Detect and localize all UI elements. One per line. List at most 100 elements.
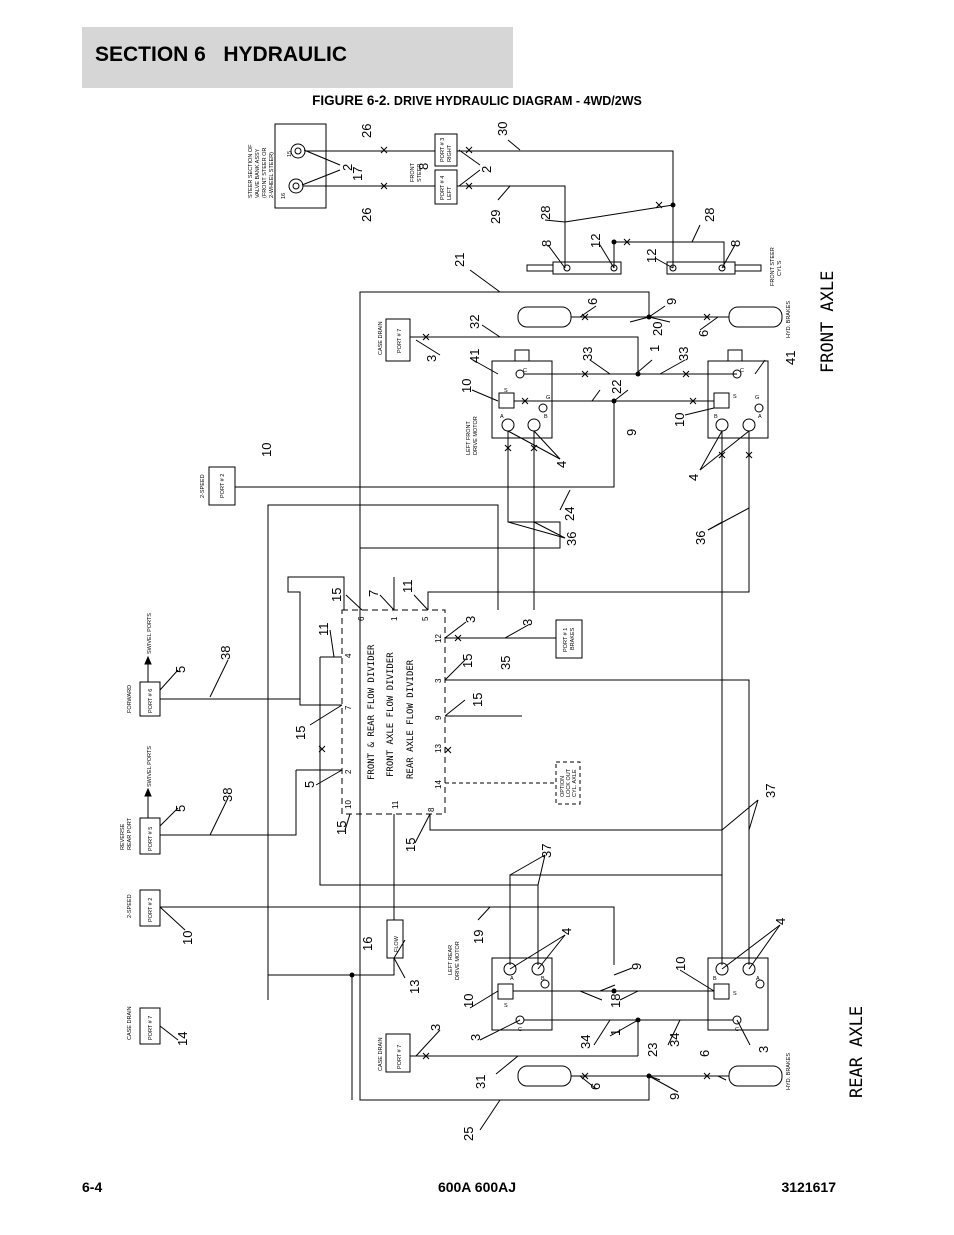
steer-section-label-4: 2-WHEEL STEER) xyxy=(269,152,275,198)
two-speed-rear-box xyxy=(139,889,161,927)
callout-28: 28 xyxy=(702,208,717,222)
callout-13: 13 xyxy=(407,980,422,994)
port2-front-label: PORT # 2 xyxy=(220,474,226,498)
case-drain-rear-left-label: CASE DRAIN xyxy=(127,1006,133,1040)
figure-prefix: FIGURE 6-2. xyxy=(312,93,391,108)
port2-rear-label: PORT # 2 xyxy=(148,898,154,922)
callout-19: 19 xyxy=(471,930,486,944)
callout-20: 20 xyxy=(650,322,665,336)
callout-10: 10 xyxy=(180,931,195,945)
figure-caption: DRIVE HYDRAULIC DIAGRAM - 4WD/2WS xyxy=(393,94,642,108)
fd-port-14: 14 xyxy=(434,780,443,789)
callout-2: 2 xyxy=(479,166,494,173)
fd-port-5: 5 xyxy=(421,616,430,621)
rf-port-g: G xyxy=(755,395,759,401)
callout-15: 15 xyxy=(329,588,344,602)
option-lockout-box xyxy=(555,761,581,805)
lf-port-c: C xyxy=(523,368,527,374)
callout-34: 34 xyxy=(578,1035,593,1049)
callout-3: 3 xyxy=(424,355,439,362)
option-lockout-label-3: CYL. AXLE xyxy=(572,769,578,797)
fd-port-13: 13 xyxy=(434,744,443,753)
callout-37: 37 xyxy=(539,844,554,858)
callout-3: 3 xyxy=(468,1034,483,1041)
front-brake-right xyxy=(728,306,783,328)
rear-port-label: REAR PORT xyxy=(127,817,133,850)
reverse-label: REVERSE xyxy=(120,823,126,850)
option-lockout-label-2: LOCK OUT xyxy=(566,768,572,797)
callout-12: 12 xyxy=(588,234,603,248)
port7-rear-left-label: PORT # 7 xyxy=(148,1016,154,1040)
steer-port-label-16: 16 xyxy=(281,193,287,199)
fd-port-12: 12 xyxy=(434,634,443,643)
steer-port-16 xyxy=(288,178,304,194)
footer-page-number: 6-4 xyxy=(82,1179,103,1195)
front-hyd-brakes-label: HYD. BRAKES xyxy=(786,301,792,338)
callout-5: 5 xyxy=(173,666,188,673)
callout-9: 9 xyxy=(667,1093,682,1100)
steer-section-label-1: STEER SECTION OF xyxy=(248,144,254,198)
lf-port-b: B xyxy=(544,414,548,420)
callout-36: 36 xyxy=(693,531,708,545)
callout-9: 9 xyxy=(624,429,639,436)
callout-15: 15 xyxy=(293,726,308,740)
steer-port-15 xyxy=(290,143,306,159)
fd-port-7: 7 xyxy=(344,705,353,710)
port7-rear-label: PORT # 7 xyxy=(397,1045,403,1069)
rf-port-b: B xyxy=(714,414,718,420)
port7-front-label: PORT # 7 xyxy=(397,329,403,353)
steer-section-box xyxy=(274,123,327,209)
flow-divider-line-3: REAR AXLE FLOW DIVIDER xyxy=(406,659,416,779)
callout-37: 37 xyxy=(763,784,778,798)
front-brake-left xyxy=(517,306,572,328)
swivel-ports-label-top: SWIVEL PORTS xyxy=(147,613,153,654)
callout-9: 9 xyxy=(664,298,679,305)
callout-18: 18 xyxy=(608,994,623,1008)
port4-left-label: LEFT xyxy=(447,186,453,200)
callout-33: 33 xyxy=(676,347,691,361)
port3-label: PORT # 3 xyxy=(440,138,446,162)
port1-label: PORT # 1 xyxy=(563,628,569,652)
rear-hyd-brakes-label: HYD. BRAKES xyxy=(786,1053,792,1090)
callout-35: 35 xyxy=(498,656,513,670)
callout-41: 41 xyxy=(783,351,798,365)
fd-port-3: 3 xyxy=(434,678,443,683)
lr-port-a: A xyxy=(510,976,514,982)
callout-36: 36 xyxy=(564,532,579,546)
case-drain-rear-label: CASE DRAIN xyxy=(378,1037,384,1071)
front-steer-label-1: FRONT xyxy=(410,162,416,182)
steer-section-label-3: (FRONT STEER OR xyxy=(262,148,268,198)
rf-port-s: S xyxy=(733,394,737,400)
callout-31: 31 xyxy=(473,1075,488,1089)
rear-axle-label: REAR AXLE xyxy=(847,1006,867,1098)
case-drain-front-box xyxy=(385,318,411,362)
fd-port-2: 2 xyxy=(344,769,353,774)
callout-15: 15 xyxy=(460,654,475,668)
port3-right-box xyxy=(434,133,458,167)
fd-port-4: 4 xyxy=(344,653,353,658)
callout-17: 17 xyxy=(350,167,365,181)
junction-dots xyxy=(349,202,676,1079)
left-rear-motor-label-1: LEFT REAR xyxy=(448,945,454,975)
callout-12: 12 xyxy=(644,249,659,263)
left-front-motor-label-2: DRIVE MOTOR xyxy=(473,416,479,455)
section-title: SECTION 6 HYDRAULIC xyxy=(95,43,348,66)
front-steer-cyls-label-2: CYL'S xyxy=(777,260,783,276)
two-speed-front-label: 2-SPEED xyxy=(200,474,206,498)
footer-doc-number: 3121617 xyxy=(781,1179,836,1195)
callout-15: 15 xyxy=(334,821,349,835)
callout-28: 28 xyxy=(538,206,553,220)
lr-port-b: B xyxy=(541,976,545,982)
callout-8: 8 xyxy=(539,240,554,247)
fd-port-8: 8 xyxy=(427,807,436,812)
port3-right-label: RIGHT xyxy=(447,144,453,162)
rr-port-a: A xyxy=(756,976,760,982)
fd-port-11: 11 xyxy=(391,800,400,809)
callout-10: 10 xyxy=(673,957,688,971)
callout-26: 26 xyxy=(359,208,374,222)
rear-brake-left xyxy=(517,1065,572,1087)
callout-34: 34 xyxy=(667,1033,682,1047)
rear-brake-right xyxy=(728,1065,783,1087)
flow-divider-line-2: FRONT AXLE FLOW DIVIDER xyxy=(386,652,396,777)
